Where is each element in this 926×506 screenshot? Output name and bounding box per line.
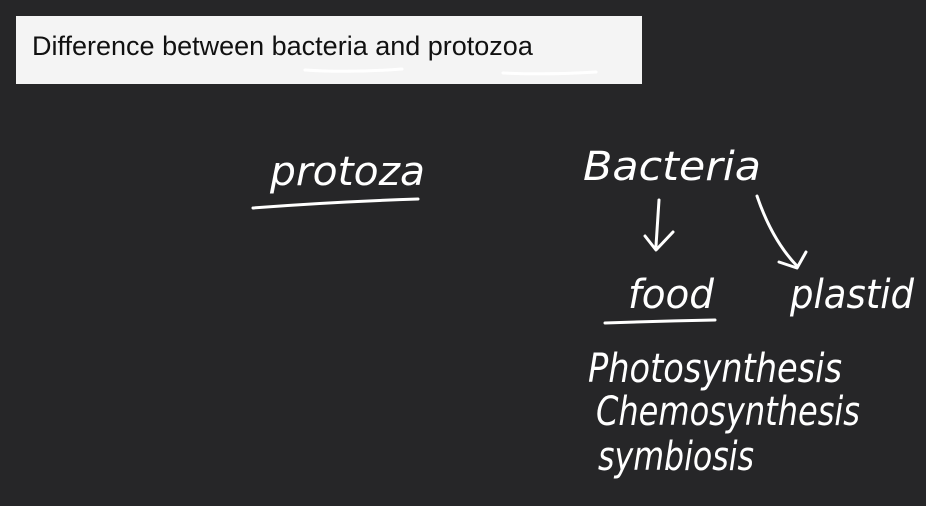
plastid-label: plastid	[789, 272, 914, 318]
title-banner: Difference between bacteria and protozoa	[16, 16, 642, 84]
food-underline	[603, 318, 717, 325]
list-item-symbiosis: symbiosis	[598, 434, 754, 480]
food-label: food	[628, 272, 715, 318]
list-item-photosynthesis: Photosynthesis	[588, 346, 842, 392]
protoza-heading: protoza	[269, 149, 425, 195]
arrow-to-plastid	[755, 194, 799, 268]
arrow-to-food-head	[643, 230, 675, 252]
bacteria-heading: Bacteria	[583, 144, 761, 190]
protoza-underline	[251, 197, 420, 210]
page-title: Difference between bacteria and protozoa	[32, 31, 533, 61]
arrow-to-food	[654, 198, 661, 248]
arrow-to-plastid-head	[777, 250, 808, 270]
list-item-chemosynthesis: Chemosynthesis	[596, 389, 860, 435]
